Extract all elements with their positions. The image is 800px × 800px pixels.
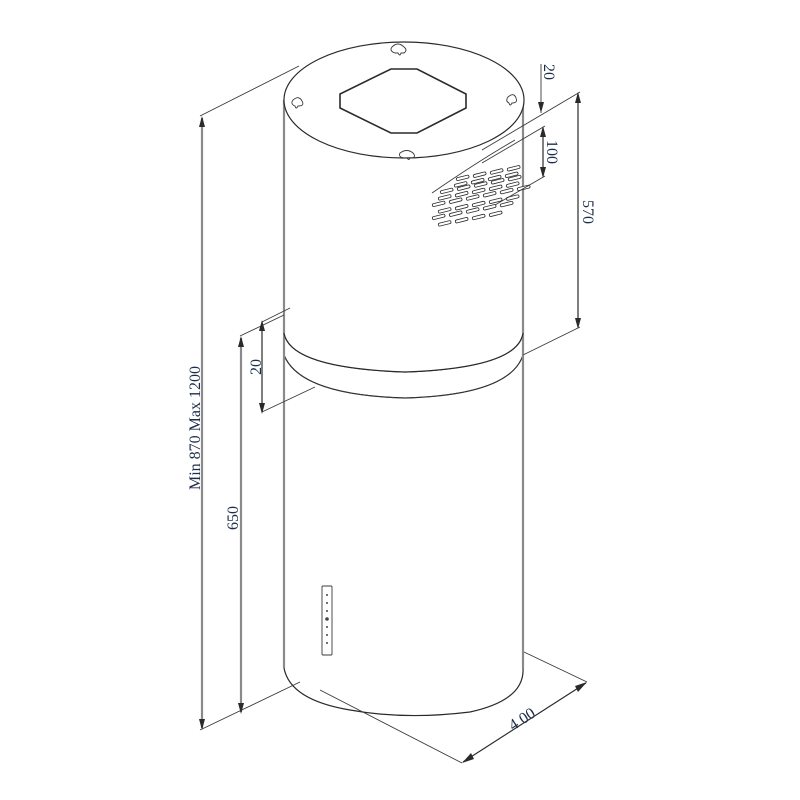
dim-upper-height: 570 bbox=[522, 92, 596, 356]
octagonal-outlet bbox=[339, 68, 467, 134]
dim-lower-height: 650 bbox=[225, 314, 285, 714]
top-cap bbox=[283, 41, 525, 159]
mounting-hole-icons bbox=[291, 43, 517, 160]
dim-upper-height-label: 570 bbox=[579, 200, 596, 224]
dim-lower-height-label: 650 bbox=[225, 506, 242, 530]
dim-top-offset: 20 bbox=[538, 64, 557, 113]
dim-band-label: 20 bbox=[248, 359, 265, 375]
control-panel[interactable] bbox=[321, 585, 333, 656]
dim-band-left: 20 bbox=[248, 307, 316, 414]
lower-cylinder bbox=[282, 395, 525, 717]
dim-vent-height-label: 100 bbox=[543, 140, 560, 164]
dim-diameter-label: 4 00 bbox=[506, 705, 539, 735]
dim-total-height: Min 870 Max 1200 bbox=[187, 65, 301, 731]
dim-top-offset-label: 20 bbox=[540, 64, 557, 80]
dim-total-height-label: Min 870 Max 1200 bbox=[187, 366, 204, 490]
upper-cylinder bbox=[282, 41, 525, 373]
dim-vent-height: 100 bbox=[481, 91, 581, 206]
vent-grille bbox=[431, 139, 531, 227]
